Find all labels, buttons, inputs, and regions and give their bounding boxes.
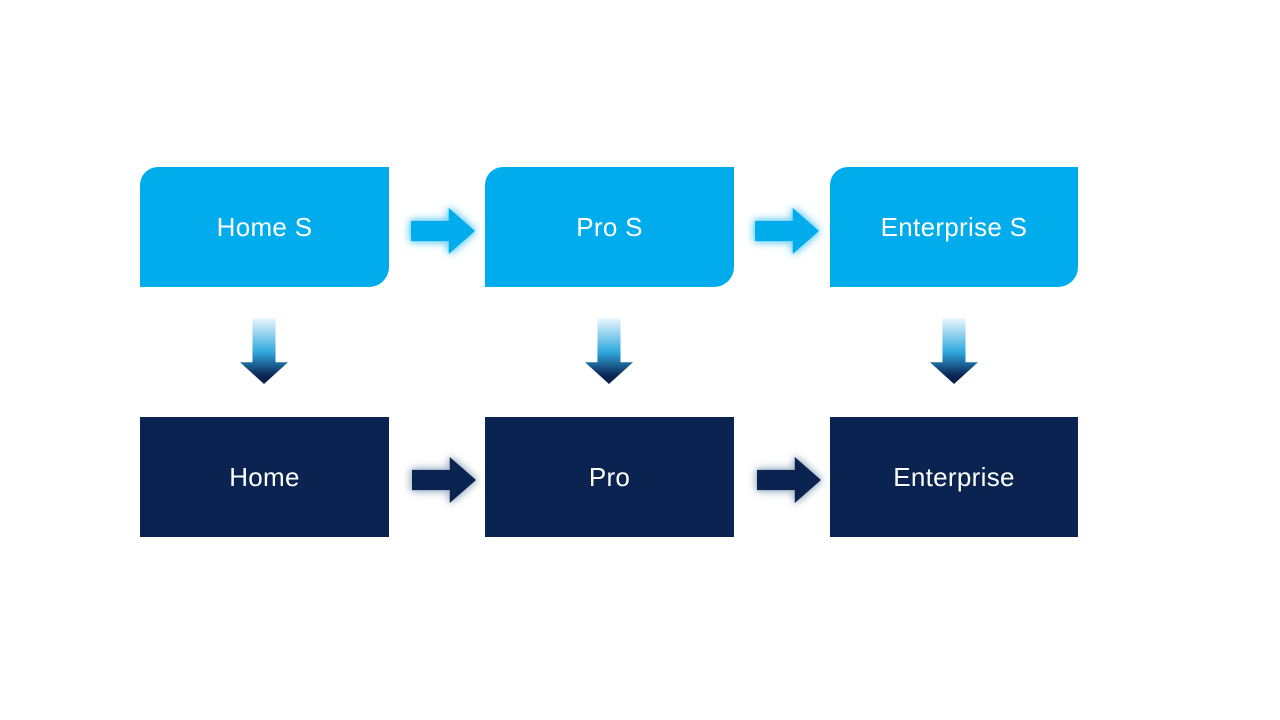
shape-enterprise-box: Enterprise (830, 417, 1078, 537)
right-arrow-icon (755, 208, 819, 254)
down-arrow-icon (930, 318, 978, 384)
shape-pro-box: Pro (485, 417, 734, 537)
shape-home-label: Home (229, 461, 300, 492)
shape-pro-s-label: Pro S (576, 211, 643, 242)
shape-enterprise-label: Enterprise (893, 461, 1015, 492)
right-arrow-shape (411, 208, 475, 254)
right-arrow-icon (757, 457, 821, 503)
shape-home-box: Home (140, 417, 389, 537)
right-arrow-icon (412, 457, 476, 503)
shape-pro-label: Pro (588, 461, 631, 492)
shape-enterprise-s-label: Enterprise S (880, 211, 1028, 242)
shape-enterprise-s-box: Enterprise S (830, 167, 1078, 287)
shape-home-s-box: Home S (140, 167, 389, 287)
right-arrow-shape (412, 457, 476, 503)
right-arrow-shape (757, 457, 821, 503)
down-arrow-icon (585, 318, 633, 384)
down-arrow-icon (240, 318, 288, 384)
right-arrow-shape (755, 208, 819, 254)
shape-pro-s-box: Pro S (485, 167, 734, 287)
shape-home-s-label: Home S (216, 211, 313, 242)
right-arrow-icon (411, 208, 475, 254)
